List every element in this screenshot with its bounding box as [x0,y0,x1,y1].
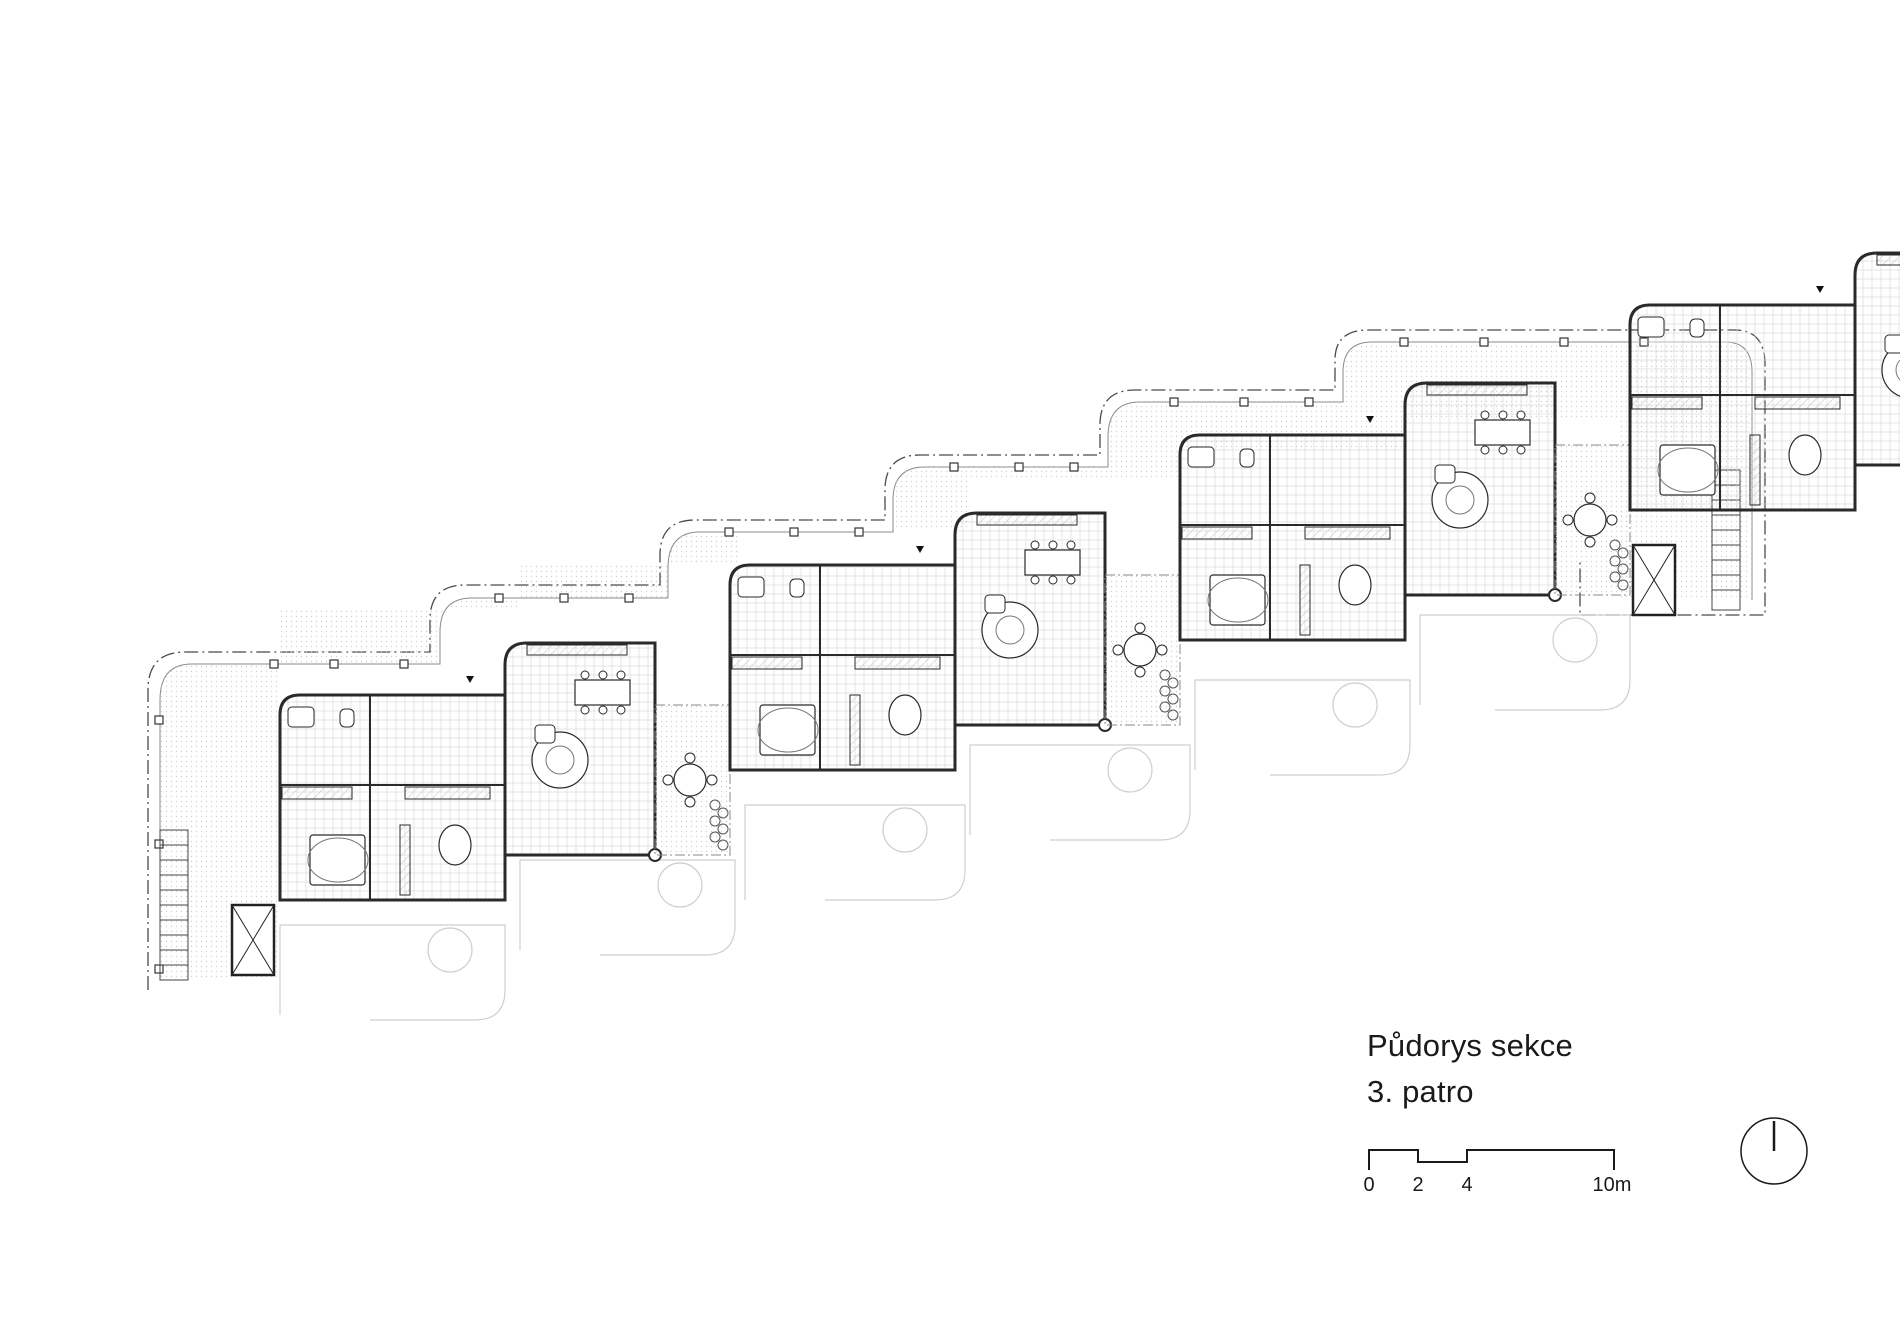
scale-tick-label: 2 [1412,1174,1424,1196]
scale-tick-label: 10m [1592,1174,1632,1196]
plan-title: Půdorys sekce [1367,1028,1573,1063]
title-block: Půdorys sekce 3. patro [1367,1023,1573,1115]
apartment-unit [278,641,731,902]
apartment-unit [728,511,1181,772]
apartment-unit [1628,251,1900,512]
scale-tick-label: 0 [1363,1174,1375,1196]
north-arrow-icon [1740,1117,1808,1185]
scale-tick-label: 4 [1461,1174,1473,1196]
elevator-shafts [230,543,1677,977]
scale-bar: 0 2 4 10m [1363,1148,1631,1198]
scale-bar-graphic [1368,1149,1615,1170]
apartment-unit [1178,381,1631,642]
lower-level-ghost [279,614,1631,1021]
apartment-units [278,251,1900,902]
plan-floor-label: 3. patro [1367,1074,1474,1109]
